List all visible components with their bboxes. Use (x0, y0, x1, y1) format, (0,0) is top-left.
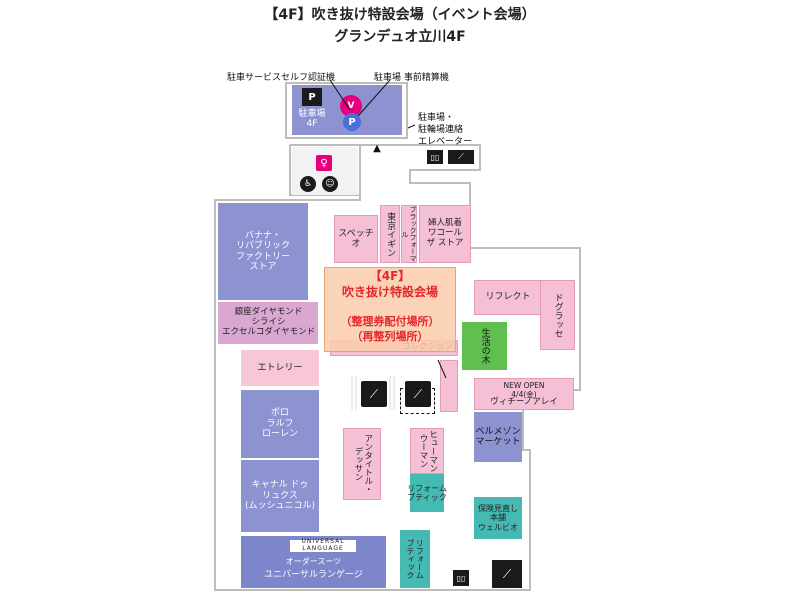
shop-canal-de-luxe[interactable]: キャナル ドゥ リュクス (ムッシュニコル) (241, 460, 319, 532)
shop-vicino-alley[interactable]: ヴィチーノアレイ (490, 397, 558, 408)
escalator-icon-right: ⟋ (405, 381, 431, 407)
restroom-icon: ♀ (316, 155, 332, 171)
baby-care-icon: ☺ (322, 176, 338, 192)
prepay-machine-icon: P (343, 113, 361, 131)
page-subtitle: グランデュオ立川4F (334, 29, 466, 45)
prepay-callout: 駐車場 事前精算機 (374, 73, 449, 83)
entrance-arrow-icon: ▲ (373, 142, 381, 154)
shop-dog-glasses[interactable]: ドグラッセ (540, 280, 575, 350)
parking-p-icon: P (302, 88, 322, 106)
shop-etrelie[interactable]: エトレリー (241, 350, 319, 386)
shop-reform-boutique[interactable]: リフォーム ブティック (407, 474, 447, 512)
page-title: 【4F】吹き抜け特設会場（イベント会場） (264, 7, 536, 23)
shop-speccio[interactable]: スペッチオ (334, 215, 378, 263)
self-auth-machine-icon: V (340, 95, 362, 117)
self-auth-callout: 駐車サービスセルフ認証機 (227, 73, 336, 83)
shop-banana-republic[interactable]: バナナ・ リパブリック ファクトリー ストア (218, 203, 308, 300)
universal-small-label: オーダースーツ (285, 557, 342, 567)
shop-collection-ext (440, 360, 458, 412)
escalator-icon-top: ⟋ (448, 150, 474, 164)
shop-human-woman[interactable]: ヒューマン ウーマン (410, 428, 444, 474)
event-venue[interactable]: 【4F】 吹き抜け特設会場 （整理券配付場所） （再整列場所） (324, 267, 456, 352)
shop-untitled-dessin[interactable]: アンタイトル・ デッサン (343, 428, 381, 500)
elevator-icon: ▯▯ (427, 150, 443, 164)
shop-polo-ralph-lauren[interactable]: ポロ ラルフ ローレン (241, 390, 319, 458)
event-line3: （整理券配付場所） (340, 315, 440, 328)
shop-black-formal[interactable]: ブラックフォーマル (401, 205, 418, 263)
shop-seikatsu-no-ki[interactable]: 生活の木 (462, 322, 507, 370)
elevator-icon-bottom: ▯▯ (453, 570, 469, 586)
escalator-icon-left: ⟋ (361, 381, 387, 407)
shop-wacoal[interactable]: 婦人肌着 ワコール ザ ストア (419, 205, 471, 263)
universal-label: ユニバーサルランゲージ (264, 569, 363, 580)
parking-label: 駐車場 4F (298, 108, 326, 129)
event-line1: 【4F】 (369, 269, 411, 283)
universal-logo: UNIVERSAL LANGUAGE (290, 538, 356, 552)
shop-ginza-diamond[interactable]: 銀座ダイヤモンド シライシ エクセルコダイヤモンド (218, 302, 318, 344)
escalator-dashed-area (400, 388, 435, 414)
shop-tokyo-igin[interactable]: 東京イギン (380, 205, 400, 263)
elevator-callout: 駐車場・ 駐輪場連絡 エレベーター (418, 113, 473, 147)
event-line2: 吹き抜け特設会場 (341, 285, 438, 299)
newopen-label: NEW OPEN 4/4(金) (474, 378, 574, 410)
nursing-room-icon: ♿ (300, 176, 316, 192)
shop-hoken-minaoshi[interactable]: 保険見直し 本舗 ウェルビオ (474, 497, 522, 539)
escalator-icon-bottom: ⟋ (492, 560, 522, 588)
shop-reform-boutique-2[interactable]: リフォーム ブティック (400, 530, 430, 588)
event-line4: （再整列場所） (351, 330, 429, 343)
shop-bellemaison[interactable]: ベルメゾン マーケット (474, 412, 522, 462)
